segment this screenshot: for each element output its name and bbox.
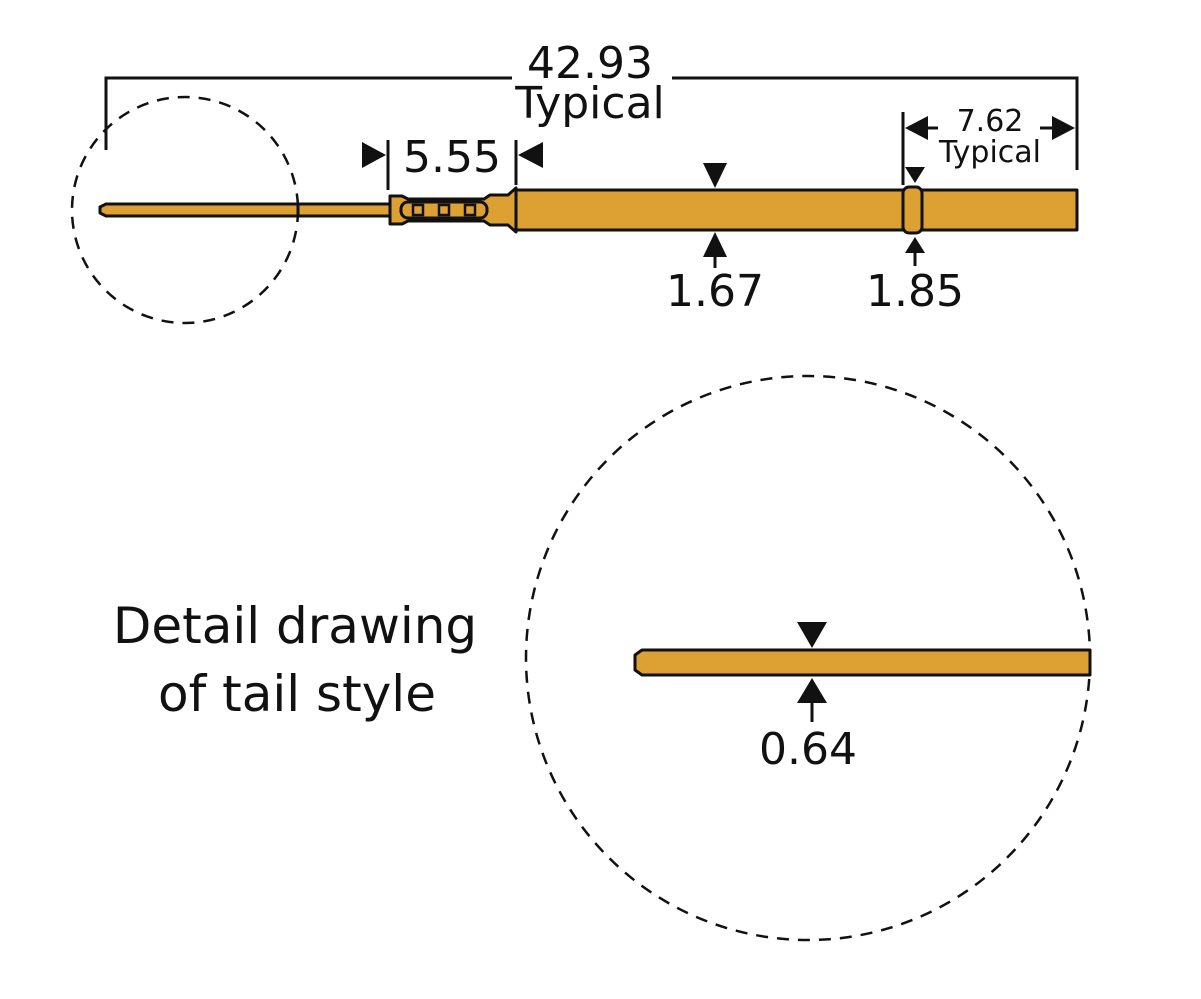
overall-note-label: Typical [514,78,665,129]
band-diameter-label: 1.85 [866,266,964,317]
end-note-label: Typical [938,135,1041,170]
tail-width-dimension: 0.64 [759,622,857,775]
window-square [411,203,425,217]
window-square [437,203,451,217]
pin-main [98,185,1079,235]
sleeve-length-label: 5.55 [403,132,501,183]
pin-tail [98,202,392,218]
body-diameter-dimension: 1.67 [666,163,764,317]
window-square [463,203,477,217]
detail-tail [633,648,1092,677]
band-diameter-dimension: 1.85 [866,167,964,317]
tail-width-label: 0.64 [759,724,857,775]
end-length-label: 7.62 [957,104,1024,139]
sleeve-dimension: 5.55 [362,132,543,190]
overall-dimension: 42.93 Typical [104,38,1079,170]
end-dimension: 7.62 Typical [901,104,1075,185]
overall-length-label: 42.93 [527,38,653,89]
pin-band [901,185,924,235]
body-diameter-label: 1.67 [666,266,764,317]
detail-label-line2: of tail style [158,665,436,723]
detail-label-line1: Detail drawing [113,597,477,655]
pin-body [514,188,1079,232]
